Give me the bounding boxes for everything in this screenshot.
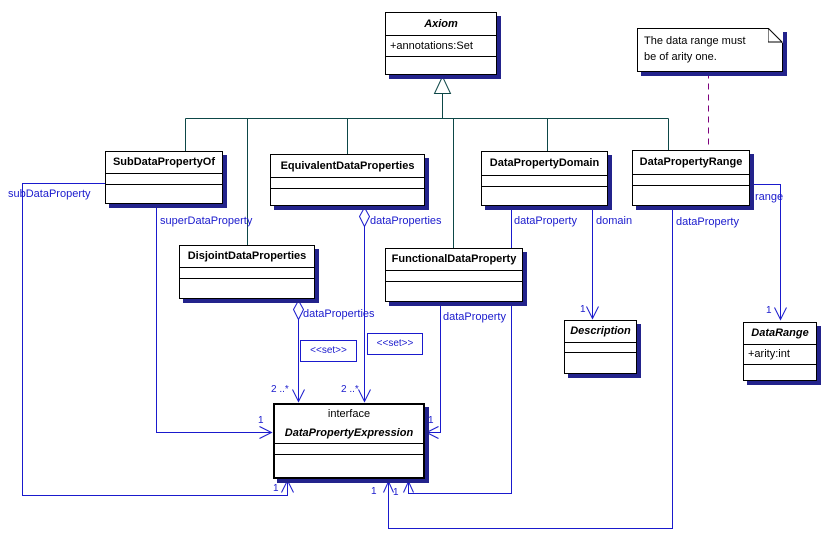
arrowhead-up-icon — [383, 480, 394, 493]
generalization-edges — [185, 75, 669, 249]
class-datapropertyrange[interactable]: DataPropertyRange — [632, 150, 750, 206]
class-axiom[interactable]: Axiom +annotations:Set — [385, 12, 497, 75]
multiplicity-two-star-equivalent: 2 ..* — [341, 384, 359, 395]
arrowhead-right-icon — [259, 426, 273, 439]
arrowhead-up-icon — [281, 479, 294, 493]
label-superdataproperty: superDataProperty — [160, 215, 253, 227]
label-dataproperty-functional: dataProperty — [443, 311, 506, 323]
class-equivalentdataproperties[interactable]: EquivalentDataProperties — [270, 154, 425, 206]
multiplicity-one-datarange: 1 — [766, 305, 772, 316]
edge-range — [750, 184, 781, 320]
class-disjointdataproperties-operations — [180, 278, 314, 298]
class-subdatapropertyof[interactable]: SubDataPropertyOf — [105, 151, 223, 204]
label-dataproperty-domain: dataProperty — [514, 215, 577, 227]
note-text: The data range must be of arity one. — [644, 35, 746, 63]
class-subdatapropertyof-attributes — [106, 173, 222, 184]
edge-superdataproperty — [156, 205, 271, 433]
class-datapropertydomain[interactable]: DataPropertyDomain — [481, 151, 608, 206]
label-dataproperties-equivalent: dataProperties — [370, 215, 442, 227]
arrowhead-down-icon — [292, 389, 305, 403]
class-functionaldataproperty-attributes — [386, 270, 522, 281]
label-dataproperties-disjoint: dataProperties — [303, 308, 375, 320]
edge-functional-dataproperty — [427, 303, 441, 433]
class-functionaldataproperty-name: FunctionalDataProperty — [391, 253, 517, 265]
class-functionaldataproperty[interactable]: FunctionalDataProperty — [385, 248, 523, 302]
class-datapropertydomain-operations — [482, 186, 607, 205]
multiplicity-one-superdataproperty: 1 — [258, 415, 264, 426]
label-domain: domain — [596, 215, 633, 227]
interface-stereotype: interface — [327, 408, 371, 420]
interface-datapropertyexpression[interactable]: interface DataPropertyExpression — [273, 403, 425, 479]
label-subdataproperty: subDataProperty — [8, 188, 91, 200]
note-fold-icon — [768, 28, 783, 43]
class-datapropertyrange-name: DataPropertyRange — [639, 156, 743, 168]
class-disjointdataproperties-attributes — [180, 267, 314, 278]
class-datarange-name: DataRange — [751, 327, 809, 339]
edge-domain-dataproperty — [408, 207, 512, 494]
arrowhead-up-icon — [403, 480, 414, 493]
class-description-attributes — [565, 342, 636, 352]
class-datapropertydomain-attributes — [482, 175, 607, 186]
edge-range-dataproperty — [388, 207, 673, 529]
class-description-name: Description — [570, 325, 631, 337]
class-equivalentdataproperties-operations — [271, 188, 424, 205]
class-subdatapropertyof-name: SubDataPropertyOf — [112, 156, 216, 168]
class-datarange-operations — [744, 364, 816, 380]
stereotype-set-box-equivalent[interactable]: <<set>> — [367, 333, 423, 355]
arrowhead-down-icon — [586, 306, 599, 320]
multiplicity-one-domain-dataproperty: 1 — [393, 487, 399, 498]
arrowhead-down-icon — [774, 307, 787, 321]
class-axiom-operations — [386, 56, 496, 74]
association-edges — [22, 183, 787, 529]
class-datarange[interactable]: DataRange +arity:int — [743, 322, 817, 381]
class-datapropertyrange-operations — [633, 185, 749, 205]
interface-datapropertyexpression-attributes — [275, 443, 423, 454]
arrowhead-left-icon — [425, 426, 439, 439]
label-range: range — [755, 191, 784, 203]
note[interactable]: The data range must be of arity one. — [637, 28, 783, 72]
class-axiom-attribute: +annotations:Set — [390, 40, 473, 52]
multiplicity-one-description: 1 — [580, 304, 586, 315]
generalization-triangle-icon — [433, 75, 452, 94]
multiplicity-one-functional: 1 — [428, 415, 434, 426]
aggregation-diamond-icon — [292, 299, 305, 321]
arrowhead-down-icon — [358, 389, 371, 403]
edge-subdataproperty — [22, 183, 288, 496]
multiplicity-one-range-dataproperty: 1 — [371, 486, 377, 497]
class-axiom-name: Axiom — [424, 18, 458, 30]
aggregation-diamond-icon — [358, 206, 371, 228]
class-equivalentdataproperties-attributes — [271, 177, 424, 188]
class-datapropertydomain-name: DataPropertyDomain — [489, 157, 600, 169]
class-description[interactable]: Description — [564, 320, 637, 374]
multiplicity-two-star-disjoint: 2 ..* — [271, 384, 289, 395]
class-datarange-attribute: +arity:int — [748, 348, 790, 360]
class-disjointdataproperties-name: DisjointDataProperties — [187, 250, 307, 262]
class-datapropertyrange-attributes — [633, 174, 749, 185]
class-disjointdataproperties[interactable]: DisjointDataProperties — [179, 245, 315, 299]
stereotype-set-box-disjoint[interactable]: <<set>> — [300, 340, 357, 362]
class-description-operations — [565, 352, 636, 373]
class-subdatapropertyof-operations — [106, 184, 222, 203]
class-functionaldataproperty-operations — [386, 281, 522, 301]
class-equivalentdataproperties-name: EquivalentDataProperties — [280, 160, 415, 172]
label-dataproperty-range: dataProperty — [676, 216, 739, 228]
multiplicity-one-subdataproperty: 1 — [273, 483, 279, 494]
interface-datapropertyexpression-name: DataPropertyExpression — [284, 427, 414, 439]
interface-datapropertyexpression-operations — [275, 454, 423, 477]
